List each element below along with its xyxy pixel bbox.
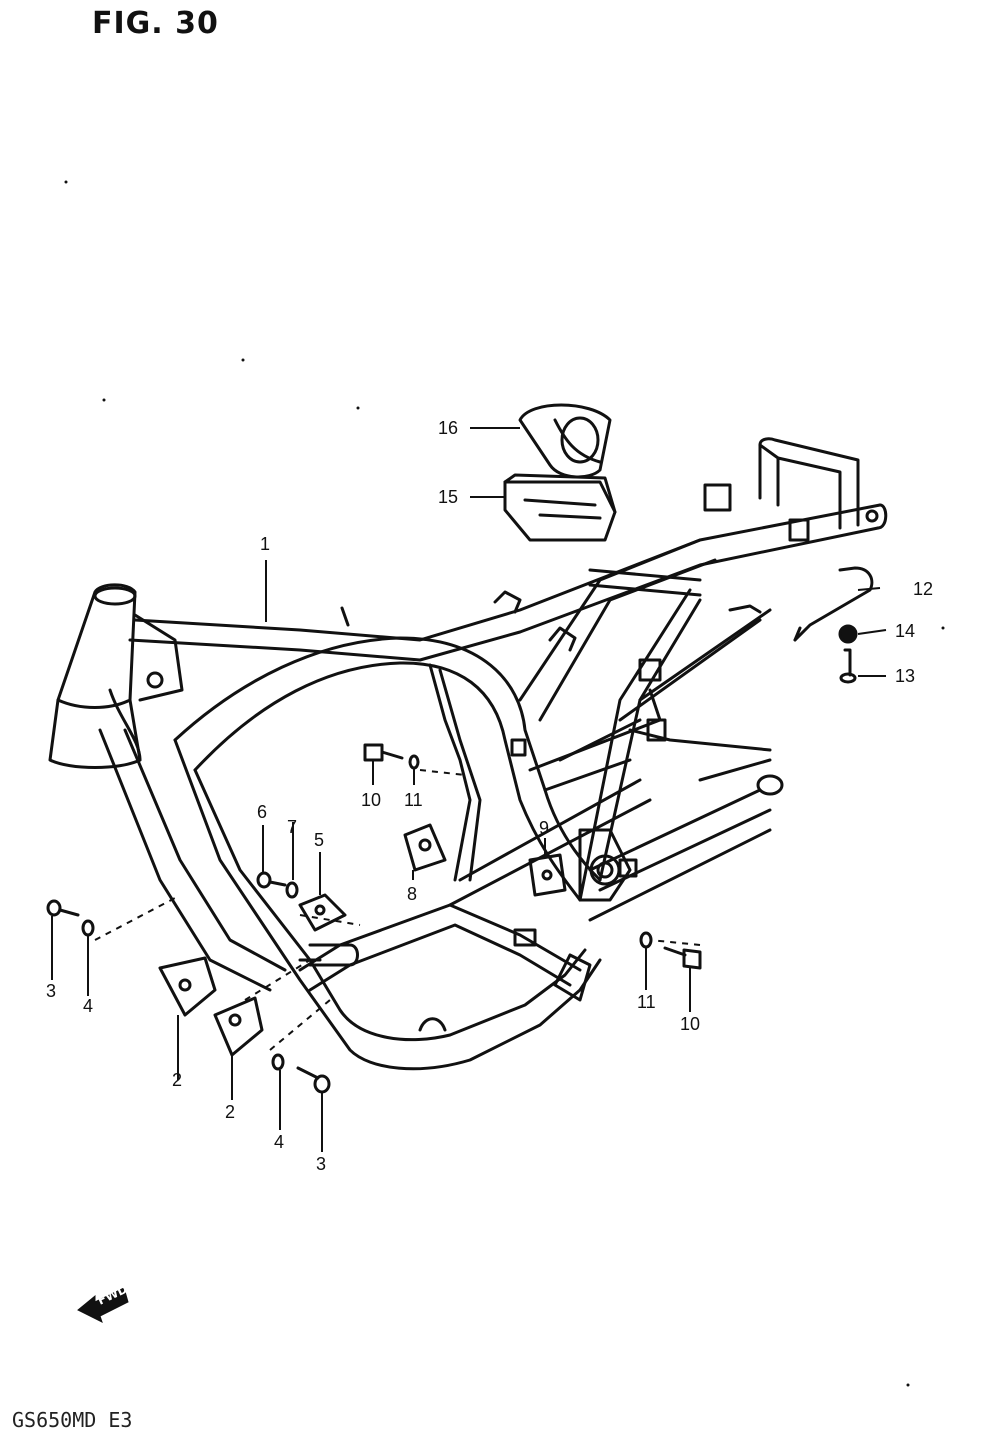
bolt-3-left: [46, 899, 80, 917]
box-15: [503, 473, 617, 542]
callout-2-left: 2: [172, 1070, 182, 1090]
bolt-10-lower: [663, 946, 702, 970]
washer-4-lower: [271, 1053, 285, 1071]
callout-4-left: 4: [83, 996, 93, 1016]
engine-mount-plate-left: [158, 956, 217, 1017]
engine-mount-plate-right: [213, 996, 264, 1057]
callout-10-lower: 10: [680, 1014, 700, 1034]
bolt-13: [839, 648, 857, 684]
washer-11-lower: [639, 931, 653, 949]
callout-16: 16: [438, 418, 458, 438]
callout-3-left: 3: [46, 981, 56, 1001]
fwd-arrow-icon: FWD: [77, 1282, 130, 1323]
callout-6: 6: [257, 802, 267, 822]
washer-7: [285, 881, 299, 899]
callout-2: 2: [225, 1102, 235, 1122]
washer-4-left: [81, 919, 95, 937]
bracket-9: [528, 853, 567, 897]
callout-15: 15: [438, 487, 458, 507]
callout-14: 14: [895, 621, 915, 641]
scan-specks: [64, 180, 945, 1387]
callout-1: 1: [260, 534, 270, 554]
callout-8: 8: [407, 884, 417, 904]
callout-10-upper: 10: [361, 790, 381, 810]
bracket-5: [298, 893, 347, 932]
callout-4-lower: 4: [274, 1132, 284, 1152]
model-code: GS650MD E3: [12, 1408, 133, 1432]
callout-5: 5: [314, 830, 324, 850]
washer-11-upper: [408, 754, 420, 770]
bracket-8: [403, 823, 447, 872]
battery-holder-12: [793, 566, 874, 642]
callout-9: 9: [539, 818, 549, 838]
callout-12: 12: [913, 579, 933, 599]
callout-labels: 1 16 15 12 14 13 10 11 6 7 5 8 9 3 4 2 2…: [46, 418, 933, 1174]
main-frame: [48, 437, 888, 1071]
callout-11-upper: 11: [404, 790, 423, 810]
bolt-3-lower: [296, 1066, 331, 1094]
bolt-6: [256, 871, 287, 889]
cover-16: [518, 403, 612, 479]
callout-7: 7: [287, 817, 297, 837]
leader-lines: [51, 427, 887, 1152]
assembly-guides: [94, 769, 701, 1051]
nut-14: [838, 624, 858, 644]
callout-11-lower: 11: [637, 992, 656, 1012]
bolt-10-upper: [363, 743, 404, 762]
figure-title: FIG. 30: [92, 6, 219, 41]
callout-13: 13: [895, 666, 915, 686]
callout-3-lower: 3: [316, 1154, 326, 1174]
